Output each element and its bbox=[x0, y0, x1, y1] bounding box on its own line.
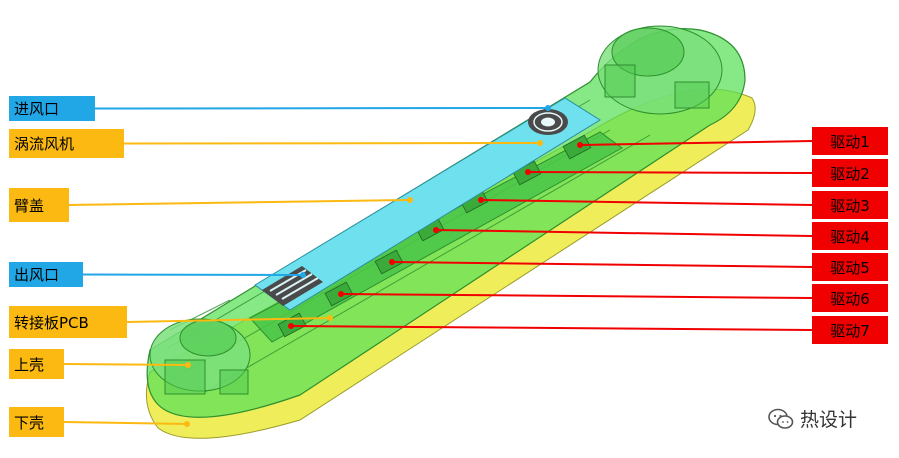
leader-drive-1 bbox=[579, 140, 813, 146]
leader-dot-outlet bbox=[300, 272, 306, 278]
leader-dot-arm-cover bbox=[407, 197, 413, 203]
leader-drive-3 bbox=[480, 199, 813, 206]
label-blower: 涡流风机 bbox=[9, 129, 124, 158]
leader-dot-inlet bbox=[545, 105, 551, 111]
leader-dot-lower-shell bbox=[184, 421, 190, 427]
label-drive-2: 驱动2 bbox=[812, 159, 888, 187]
outlet-grille-icon bbox=[262, 266, 323, 306]
leader-drive-7 bbox=[290, 325, 813, 331]
label-drive-5: 驱动5 bbox=[812, 253, 888, 281]
label-drive-1: 驱动1 bbox=[812, 127, 888, 155]
leader-outlet bbox=[82, 273, 304, 276]
leader-blower bbox=[123, 142, 541, 145]
leader-upper-shell bbox=[63, 363, 189, 366]
leader-drive-6 bbox=[340, 293, 813, 299]
leader-dot-drive-4 bbox=[433, 227, 439, 233]
leader-dot-adapter-pcb bbox=[327, 315, 333, 321]
leader-dot-drive-5 bbox=[389, 259, 395, 265]
top-boss bbox=[597, 25, 723, 115]
watermark: 热设计 bbox=[768, 405, 857, 432]
label-lower-shell: 下壳 bbox=[9, 407, 64, 437]
label-arm-cover: 臂盖 bbox=[9, 188, 69, 222]
bottom-boss bbox=[149, 318, 251, 395]
leader-dot-drive-3 bbox=[478, 197, 484, 203]
wechat-icon bbox=[768, 408, 794, 429]
leader-drive-4 bbox=[435, 229, 813, 237]
right-leader-lines bbox=[288, 140, 813, 331]
fan-icon bbox=[528, 109, 568, 135]
left-leader-lines bbox=[63, 105, 551, 427]
leader-drive-5 bbox=[391, 261, 813, 268]
leader-lower-shell bbox=[63, 421, 188, 425]
leader-dot-drive-6 bbox=[338, 291, 344, 297]
leader-adapter-pcb bbox=[126, 317, 331, 323]
leader-dot-drive-1 bbox=[577, 142, 583, 148]
leader-drive-2 bbox=[527, 171, 813, 174]
label-drive-3: 驱动3 bbox=[812, 191, 888, 219]
label-inlet: 进风口 bbox=[9, 96, 95, 121]
label-adapter-pcb: 转接板PCB bbox=[9, 306, 127, 338]
leader-dot-blower bbox=[537, 140, 543, 146]
label-drive-7: 驱动7 bbox=[812, 316, 888, 344]
leader-arm-cover bbox=[68, 199, 411, 206]
label-drive-4: 驱动4 bbox=[812, 222, 888, 250]
leader-dot-drive-2 bbox=[525, 169, 531, 175]
leader-inlet bbox=[94, 107, 549, 110]
leader-dot-upper-shell bbox=[185, 362, 191, 368]
leader-dot-drive-7 bbox=[288, 323, 294, 329]
label-upper-shell: 上壳 bbox=[9, 349, 64, 379]
label-drive-6: 驱动6 bbox=[812, 284, 888, 312]
label-outlet: 出风口 bbox=[9, 262, 83, 287]
watermark-text: 热设计 bbox=[800, 409, 858, 431]
